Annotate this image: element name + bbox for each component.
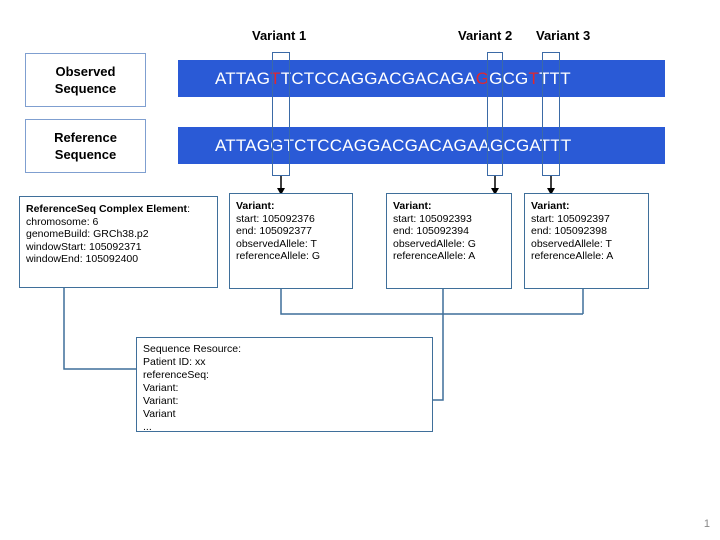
resource-line: Variant: xyxy=(143,382,179,394)
resource-line: Sequence Resource: xyxy=(143,343,242,355)
resource-line: Variant: xyxy=(143,395,179,407)
complex-element-line: windowEnd: 105092400 xyxy=(26,253,139,265)
reference-seq-complex-element-box: ReferenceSeq Complex Element: chromosome… xyxy=(19,196,218,288)
variant-2-line: start: 105092393 xyxy=(393,212,472,225)
variant-1-title: Variant: xyxy=(236,200,275,212)
page-number: 1 xyxy=(703,518,710,530)
connector-variant1 xyxy=(280,289,583,315)
resource-line: referenceSeq: xyxy=(143,369,209,381)
observed-seq-4: GCG xyxy=(489,68,529,88)
resource-line: Variant xyxy=(143,408,176,420)
variant-3-line: start: 105092397 xyxy=(531,212,610,225)
resource-line: Patient ID: xx xyxy=(143,356,206,368)
complex-element-line: chromosome: 6 xyxy=(26,215,99,228)
observed-seq-6: TTT xyxy=(539,68,571,88)
variant-title-1: Variant 1 xyxy=(252,28,307,43)
variant-1-box: Variant: start: 105092376 end: 105092377… xyxy=(229,193,353,289)
observed-label-line1: Observed xyxy=(55,64,116,79)
variant-1-line: observedAllele: T xyxy=(236,237,317,250)
variant-3-box: Variant: start: 105092397 end: 105092398… xyxy=(524,193,649,289)
variant-1-line: start: 105092376 xyxy=(236,212,315,225)
observed-seq-0: ATTAG xyxy=(215,68,271,88)
arrow-variant2-head xyxy=(491,188,499,195)
reference-label-line2: Sequence xyxy=(54,147,117,162)
variant-2-box: Variant: start: 105092393 end: 105092394… xyxy=(386,193,512,289)
reference-label-line1: Reference xyxy=(54,130,117,145)
variant-2-title: Variant: xyxy=(393,200,432,212)
variant-title-3: Variant 3 xyxy=(536,28,591,43)
complex-element-line: genomeBuild: GRCh38.p2 xyxy=(26,228,149,240)
observed-seq-variant-3: T xyxy=(528,68,540,88)
complex-element-line: windowStart: 105092371 xyxy=(26,240,142,253)
variant-3-highlight-column xyxy=(542,52,560,176)
variant-1-line: end: 105092377 xyxy=(236,225,312,237)
variant-1-highlight-column xyxy=(272,52,290,176)
variant-1-line: referenceAllele: G xyxy=(236,250,321,262)
variant-title-2: Variant 2 xyxy=(458,28,513,43)
variant-3-line: observedAllele: T xyxy=(531,237,612,250)
variant-3-line: end: 105092398 xyxy=(531,225,607,237)
variant-3-line: referenceAllele: A xyxy=(531,250,614,262)
reference-seq: ATTAGGTCTCCAGGACGACAGAAGCGATTT xyxy=(215,135,572,155)
connector-complex-to-resource xyxy=(63,288,137,370)
resource-line: ... xyxy=(143,421,152,432)
variant-2-line: referenceAllele: A xyxy=(393,250,476,262)
complex-element-title: ReferenceSeq Complex Element xyxy=(26,203,188,215)
variant-2-highlight-column xyxy=(487,52,503,176)
arrow-variant1-head xyxy=(277,188,285,195)
observed-label-line2: Sequence xyxy=(54,81,117,96)
complex-element-title-suffix: : xyxy=(187,203,190,215)
variant-2-line: end: 105092394 xyxy=(393,225,469,237)
variant-3-title: Variant: xyxy=(531,200,570,212)
variant-2-line: observedAllele: G xyxy=(393,237,476,250)
reference-sequence-bar: ATTAGGTCTCCAGGACGACAGAAGCGATTT xyxy=(178,127,665,164)
observed-seq-2: TCTCCAGGACGACAGA xyxy=(280,68,476,88)
observed-seq-variant-2: G xyxy=(475,68,490,88)
observed-seq-variant-1: T xyxy=(270,68,281,88)
arrow-variant3-head xyxy=(547,188,555,195)
sequence-resource-box: Sequence Resource: Patient ID: xx refere… xyxy=(136,337,433,432)
